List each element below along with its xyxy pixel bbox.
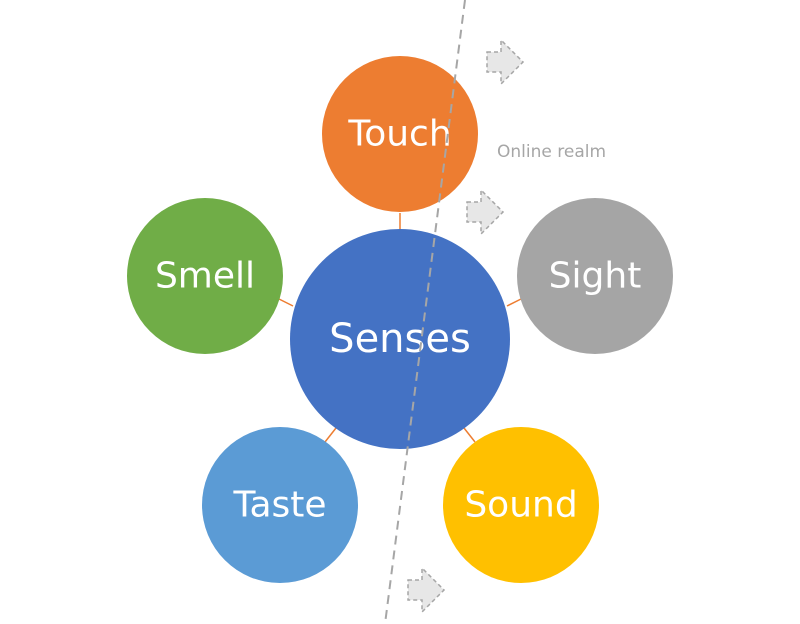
node-sound: Sound xyxy=(443,427,599,583)
node-smell: Smell xyxy=(127,198,283,354)
center-node: Senses xyxy=(290,229,510,449)
node-taste: Taste xyxy=(202,427,358,583)
node-sight: Sight xyxy=(517,198,673,354)
connector-sight xyxy=(506,298,522,307)
node-smell-circle xyxy=(127,198,283,354)
online-realm-label: Online realm xyxy=(497,142,606,162)
node-smell-label: Smell xyxy=(155,256,255,297)
dashed-arrow-icon xyxy=(407,566,446,614)
node-sound-circle xyxy=(443,427,599,583)
node-touch-circle xyxy=(322,56,478,212)
node-taste-label: Taste xyxy=(232,485,326,526)
node-touch: Touch xyxy=(322,56,478,212)
node-sight-circle xyxy=(517,198,673,354)
node-sound-label: Sound xyxy=(464,485,577,526)
center-node-circle xyxy=(290,229,510,449)
connectors xyxy=(278,213,522,443)
node-taste-circle xyxy=(202,427,358,583)
connector-sound xyxy=(463,427,476,443)
node-sight-label: Sight xyxy=(549,256,642,297)
node-touch-label: Touch xyxy=(347,114,451,155)
dashed-arrow-icon xyxy=(466,188,505,236)
connector-taste xyxy=(324,427,337,443)
center-node-label: Senses xyxy=(329,316,471,362)
dashed-arrow-icon xyxy=(486,38,525,86)
connector-smell xyxy=(278,298,294,307)
